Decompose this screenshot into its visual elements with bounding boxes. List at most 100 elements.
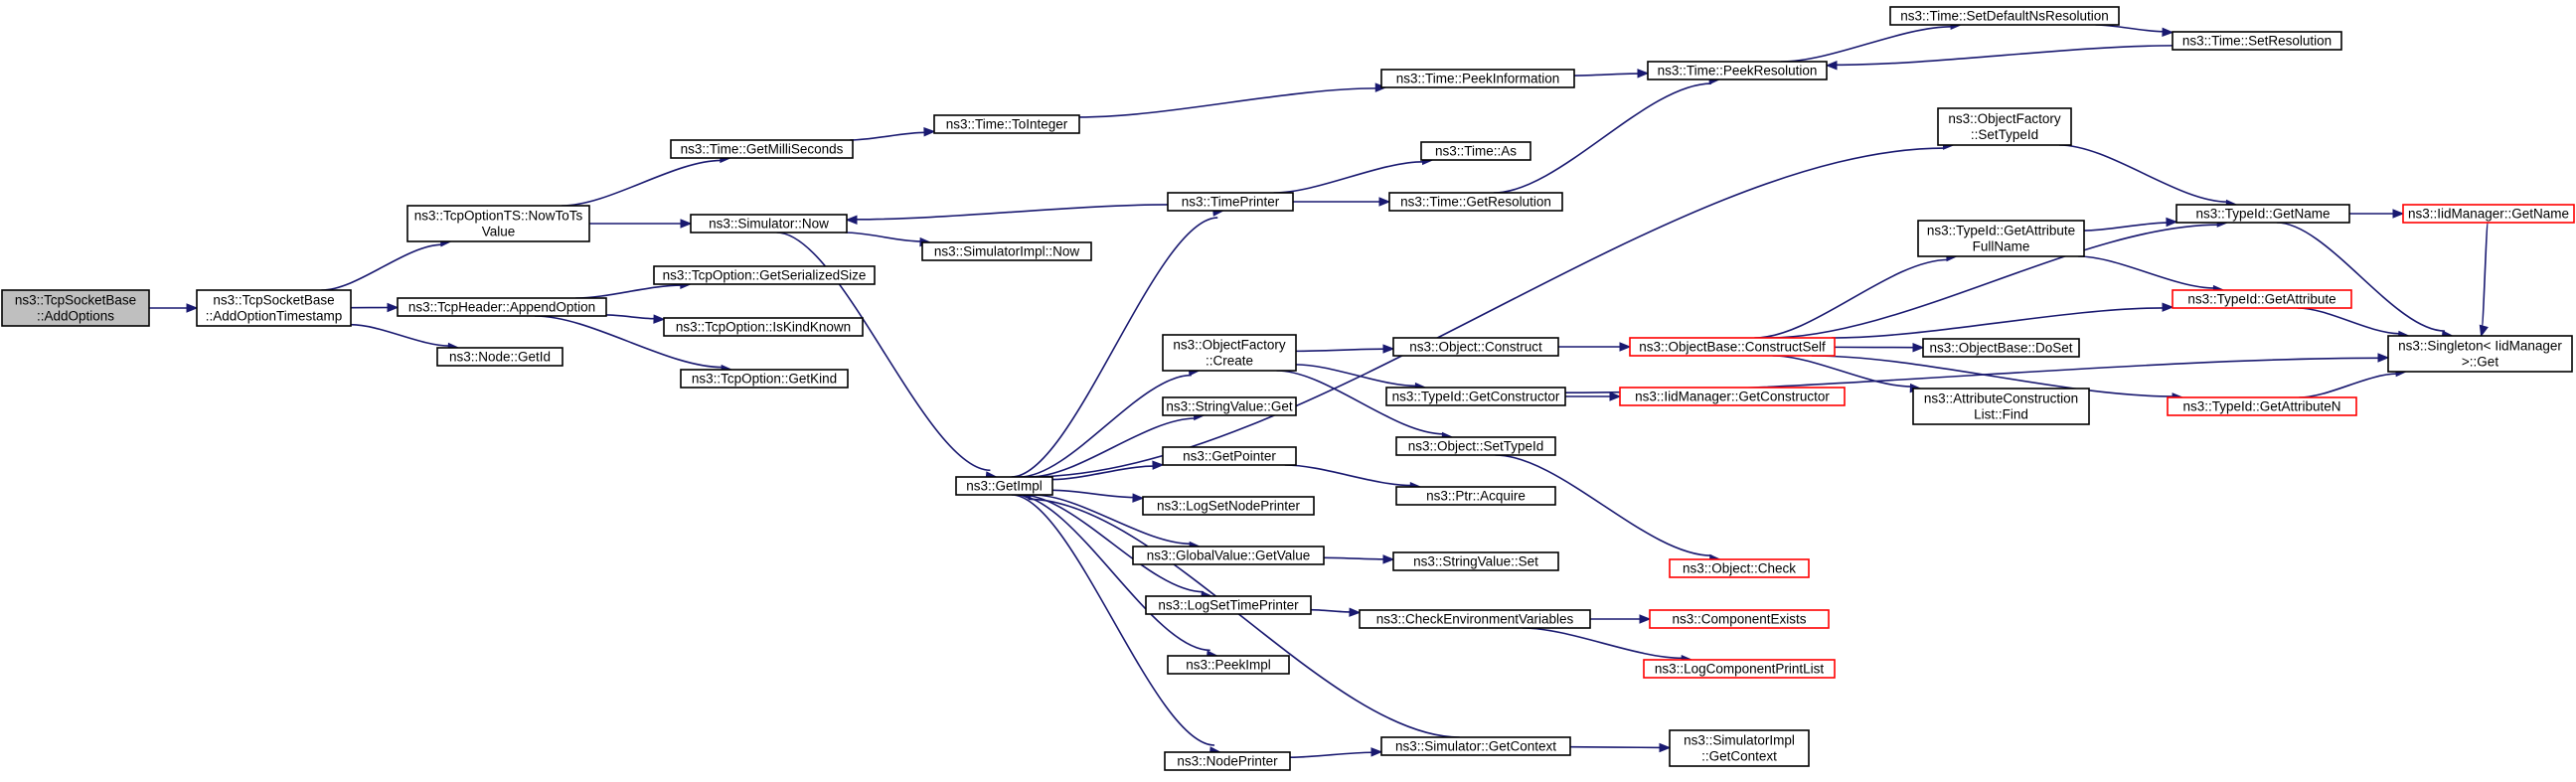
node-getRes[interactable]: ns3::Time::GetResolution xyxy=(1388,192,1563,212)
node-compExists[interactable]: ns3::ComponentExists xyxy=(1649,609,1830,629)
node-singletonGet[interactable]: ns3::Singleton< IidManager >::Get xyxy=(2387,335,2573,373)
node-tidGetAttrN[interactable]: ns3::TypeId::GetAttributeN xyxy=(2167,396,2357,416)
node-box-iidGetName xyxy=(2402,204,2575,224)
edge-getRes-to-peekRes xyxy=(1493,82,1712,194)
node-getImpl[interactable]: ns3::GetImpl xyxy=(955,476,1053,496)
node-constructSelf[interactable]: ns3::ObjectBase::ConstructSelf xyxy=(1629,337,1836,357)
node-timePrinter[interactable]: ns3::TimePrinter xyxy=(1167,192,1294,212)
node-getPointer[interactable]: ns3::GetPointer xyxy=(1162,446,1297,466)
node-box-attrConsFind xyxy=(1912,388,2090,425)
edge-appendOpt-to-getSerSize xyxy=(575,284,682,299)
edge-appendOpt-to-getKind xyxy=(534,315,724,369)
arrowhead-ofCreate-to-objConstruct xyxy=(1382,344,1395,354)
node-objSetTid[interactable]: ns3::Object::SetTypeId xyxy=(1395,436,1556,456)
edge-getImpl-to-getPointer xyxy=(1051,465,1155,481)
node-logSetTime[interactable]: ns3::LogSetTimePrinter xyxy=(1145,595,1312,615)
node-box-getRes xyxy=(1388,192,1563,212)
node-box-getKind xyxy=(680,369,849,389)
node-tidGetAttr[interactable]: ns3::TypeId::GetAttribute xyxy=(2172,289,2352,309)
node-appendOpt[interactable]: ns3::TcpHeader::AppendOption xyxy=(397,297,607,317)
arrowhead-tidGetCtor-to-singletonGet xyxy=(2377,353,2390,363)
node-logSetNode[interactable]: ns3::LogSetNodePrinter xyxy=(1142,496,1315,516)
node-label-timeAs-0: ns3::Time::As xyxy=(1435,144,1517,159)
node-getMilli[interactable]: ns3::Time::GetMilliSeconds xyxy=(670,139,854,159)
node-label-checkEnv-0: ns3::CheckEnvironmentVariables xyxy=(1376,612,1574,627)
edge-gvGetValue-to-strSet xyxy=(1323,556,1385,560)
node-iidGetCtor[interactable]: ns3::IidManager::GetConstructor xyxy=(1619,387,1846,406)
node-ptrAcquire[interactable]: ns3::Ptr::Acquire xyxy=(1395,486,1556,506)
node-label-compExists-0: ns3::ComponentExists xyxy=(1672,612,1806,627)
edge-tidGetAttrN-to-singletonGet xyxy=(2299,373,2398,398)
node-tidGetCtor[interactable]: ns3::TypeId::GetConstructor xyxy=(1385,387,1566,406)
edge-ofCreate-to-tidGetCtor xyxy=(1295,364,1417,388)
arrowhead-getImpl-to-logSetNode xyxy=(1132,493,1145,503)
node-timeAs[interactable]: ns3::Time::As xyxy=(1420,141,1531,161)
node-box-getAttrFull xyxy=(1917,220,2085,257)
node-toInteger[interactable]: ns3::Time::ToInteger xyxy=(933,114,1080,134)
node-box-logCompList xyxy=(1643,659,1836,679)
node-objCheck[interactable]: ns3::Object::Check xyxy=(1669,558,1810,578)
edge-nodePrinter-to-simGetCtx xyxy=(1289,751,1373,759)
node-peekImpl[interactable]: ns3::PeekImpl xyxy=(1167,655,1290,675)
node-box-objCheck xyxy=(1669,558,1810,578)
node-simImplNow[interactable]: ns3::SimulatorImpl::Now xyxy=(921,241,1092,261)
edge-constructSelf-to-tidGetAttrN xyxy=(1811,355,2174,397)
node-simNow[interactable]: ns3::Simulator::Now xyxy=(690,214,848,234)
arrowhead-simGetCtx-to-simImplGetCtx xyxy=(1659,742,1672,753)
node-isKindKnown[interactable]: ns3::TcpOption::IsKindKnown xyxy=(663,317,864,337)
node-label-nowToTs-0: ns3::TcpOptionTS::NowToTs xyxy=(414,209,583,224)
node-simGetCtx[interactable]: ns3::Simulator::GetContext xyxy=(1380,736,1571,756)
edge-ofCreate-to-objSetTid xyxy=(1276,370,1444,435)
node-getSerSize[interactable]: ns3::TcpOption::GetSerializedSize xyxy=(653,265,876,285)
edge-getPointer-to-ptrAcquire xyxy=(1284,464,1412,487)
node-label-getAttrFull-1: FullName xyxy=(1973,239,2030,254)
edge-simGetCtx-to-getImpl xyxy=(1028,498,1460,738)
node-addOptTs[interactable]: ns3::TcpSocketBase::AddOptionTimestamp xyxy=(196,289,352,327)
node-label-setRes-0: ns3::Time::SetResolution xyxy=(2182,34,2332,49)
node-label-simNow-0: ns3::Simulator::Now xyxy=(709,217,829,232)
node-doSet[interactable]: ns3::ObjectBase::DoSet xyxy=(1922,338,2080,358)
node-root[interactable]: ns3::TcpSocketBase::AddOptions xyxy=(1,289,150,327)
node-label-objCheck-0: ns3::Object::Check xyxy=(1683,561,1796,576)
node-simImplGetCtx[interactable]: ns3::SimulatorImpl::GetContext xyxy=(1669,729,1810,767)
node-checkEnv[interactable]: ns3::CheckEnvironmentVariables xyxy=(1359,609,1591,629)
node-iidGetName[interactable]: ns3::IidManager::GetName xyxy=(2402,204,2575,224)
arrowhead-timePrinter-to-getRes xyxy=(1378,197,1391,207)
edge-addOptTs-to-nodeGetId xyxy=(350,323,450,347)
node-logCompList[interactable]: ns3::LogComponentPrintList xyxy=(1643,659,1836,679)
node-setDefNs[interactable]: ns3::Time::SetDefaultNsResolution xyxy=(1889,6,2120,26)
node-peekInfo[interactable]: ns3::Time::PeekInformation xyxy=(1380,69,1575,88)
node-box-toInteger xyxy=(933,114,1080,134)
node-peekRes[interactable]: ns3::Time::PeekResolution xyxy=(1647,61,1828,80)
node-box-simImplGetCtx xyxy=(1669,729,1810,767)
node-tidGetName[interactable]: ns3::TypeId::GetName xyxy=(2175,204,2350,224)
edge-getImpl-to-timePrinter xyxy=(1011,217,1218,478)
edge-getImpl-to-strGet xyxy=(1029,417,1197,478)
node-strSet[interactable]: ns3::StringValue::Set xyxy=(1392,551,1559,571)
edge-constructSelf-to-attrConsFind xyxy=(1772,355,1912,388)
arrowhead-timePrinter-to-simNow xyxy=(845,215,858,225)
node-gvGetValue[interactable]: ns3::GlobalValue::GetValue xyxy=(1132,546,1325,565)
node-label-logSetTime-0: ns3::LogSetTimePrinter xyxy=(1158,598,1299,613)
node-nodeGetId[interactable]: ns3::Node::GetId xyxy=(436,347,564,367)
node-box-nowToTs xyxy=(406,205,590,242)
node-label-attrConsFind-1: List::Find xyxy=(1974,407,2028,422)
node-label-addOptTs-0: ns3::TcpSocketBase xyxy=(213,293,334,308)
node-getKind[interactable]: ns3::TcpOption::GetKind xyxy=(680,369,849,389)
node-setRes[interactable]: ns3::Time::SetResolution xyxy=(2172,31,2342,51)
node-strGet[interactable]: ns3::StringValue::Get xyxy=(1162,396,1297,416)
node-box-appendOpt xyxy=(397,297,607,317)
node-label-logSetNode-0: ns3::LogSetNodePrinter xyxy=(1157,499,1301,514)
node-nodePrinter[interactable]: ns3::NodePrinter xyxy=(1164,751,1291,771)
node-label-timePrinter-0: ns3::TimePrinter xyxy=(1182,195,1280,210)
node-label-logCompList-0: ns3::LogComponentPrintList xyxy=(1655,662,1825,677)
node-objConstruct[interactable]: ns3::Object::Construct xyxy=(1392,337,1559,357)
node-label-ofSetTypeId-0: ns3::ObjectFactory xyxy=(1948,111,2061,126)
node-ofSetTypeId[interactable]: ns3::ObjectFactory::SetTypeId xyxy=(1937,107,2072,146)
node-ofCreate[interactable]: ns3::ObjectFactory::Create xyxy=(1162,334,1297,372)
arrowhead-nowToTs-to-simNow xyxy=(680,219,693,229)
node-label-simImplNow-0: ns3::SimulatorImpl::Now xyxy=(934,244,1080,259)
